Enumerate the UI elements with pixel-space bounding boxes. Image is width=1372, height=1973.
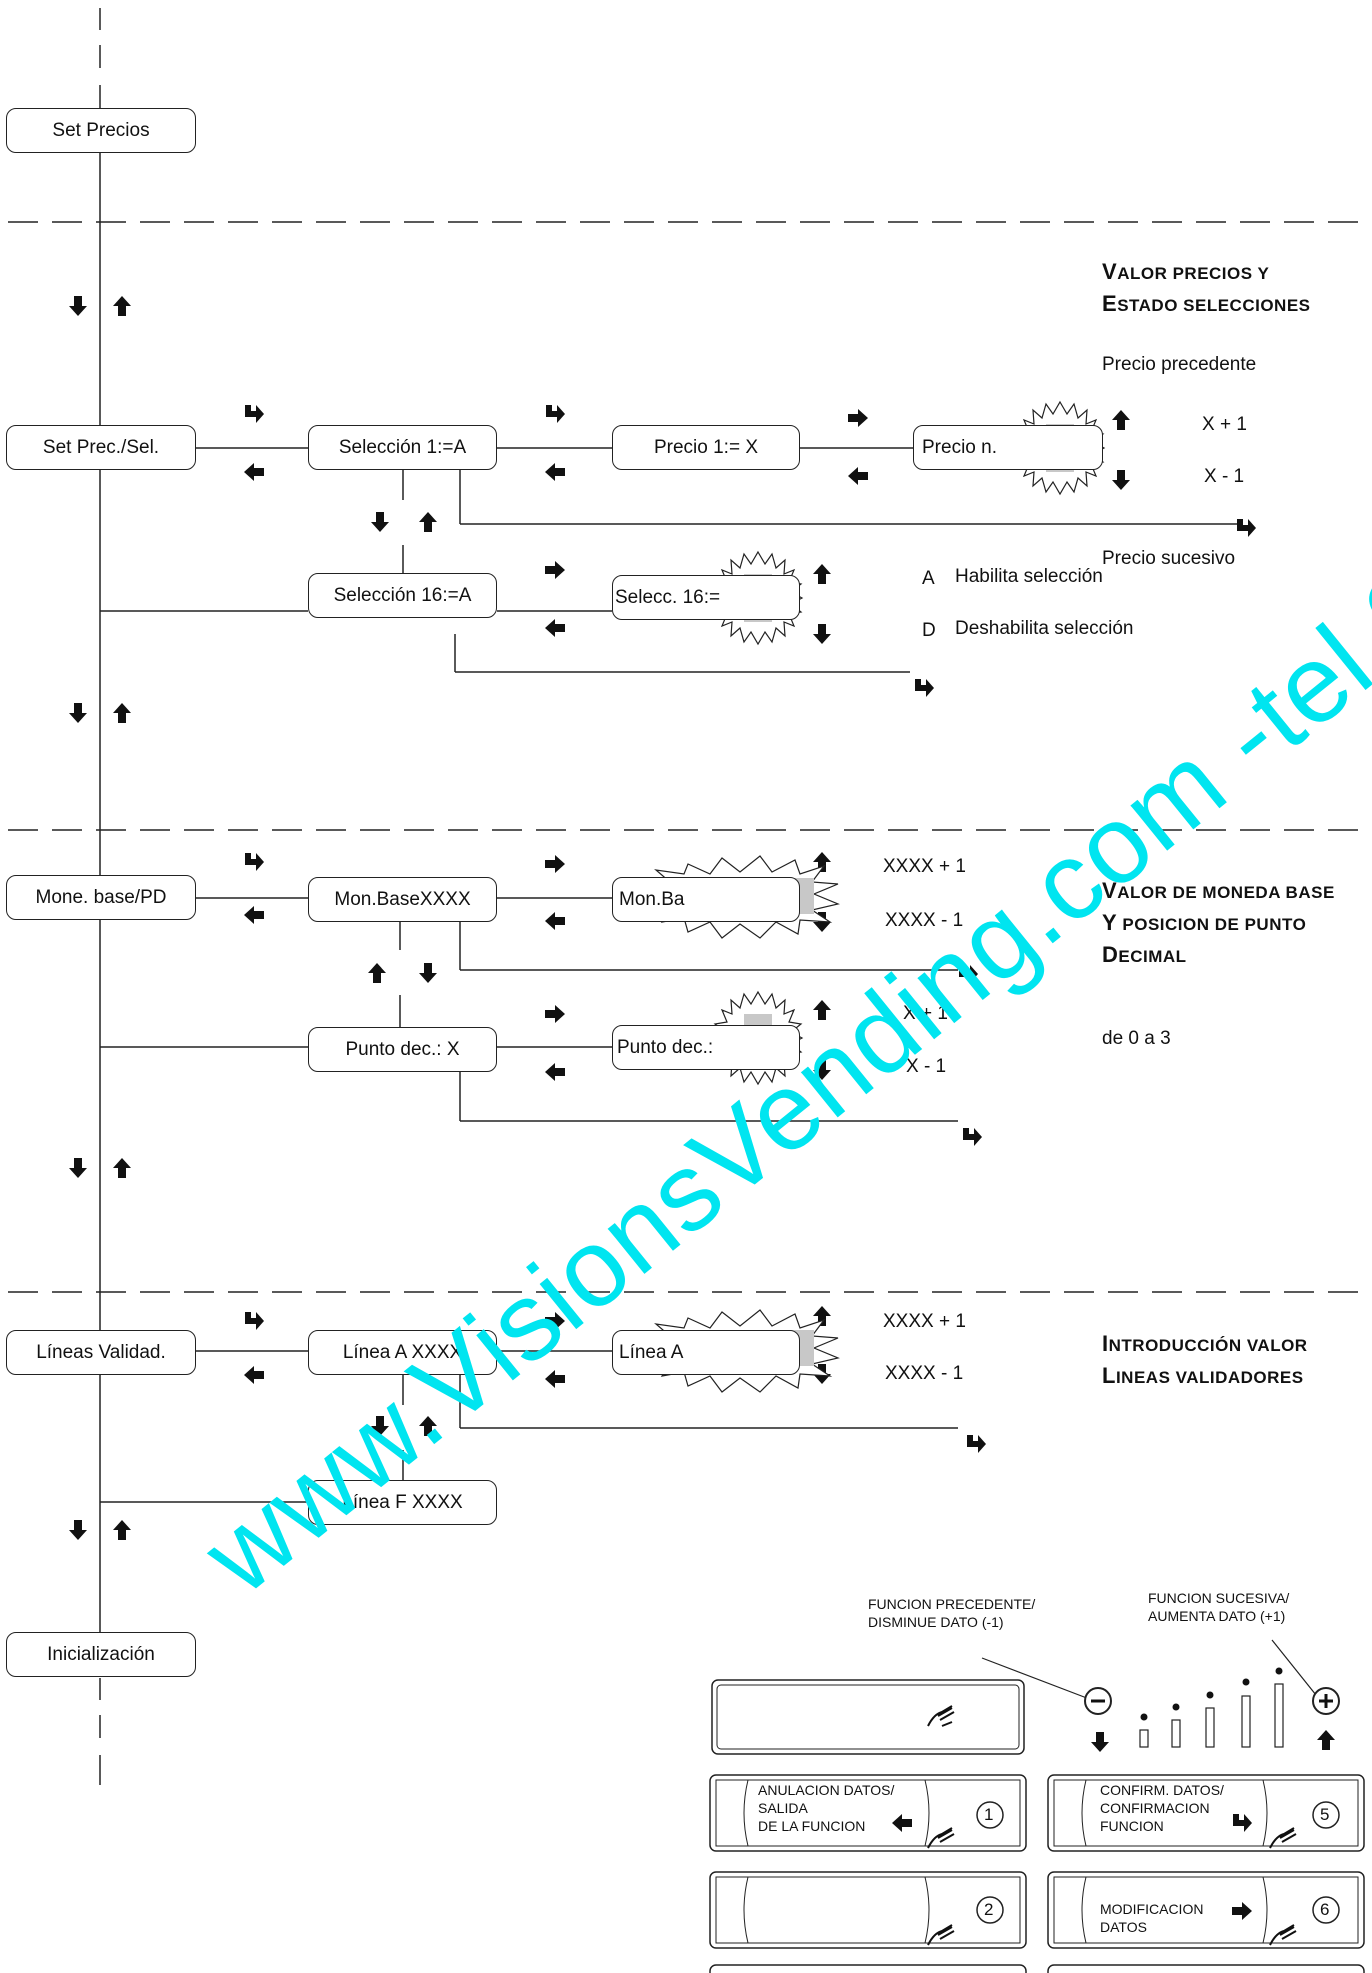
node-seleccion-16: Selección 16:=A (308, 573, 497, 618)
desc-deshabilita: Deshabilita selección (955, 618, 1134, 639)
node-mon-ba: Mon.Ba (612, 877, 800, 922)
node-mone-base: Mone. base/PD (6, 875, 196, 920)
node-selecc-16: Selecc. 16:= (612, 575, 800, 620)
btn2-number[interactable]: 2 (984, 1900, 994, 1919)
punto-dec-short-label: Punto dec.: (617, 1036, 714, 1058)
moneda-xxxx-minus: XXXX - 1 (885, 910, 964, 931)
btn1-line3: DE LA FUNCION (758, 1818, 866, 1834)
node-lineas-validad: Líneas Validad. (6, 1330, 196, 1375)
key-a: A (922, 568, 935, 589)
heading-lineas-1: INTRODUCCIÓN VALOR (1102, 1331, 1308, 1356)
btn6-line2: DATOS (1100, 1919, 1147, 1935)
burst-value-a: A (751, 589, 764, 610)
lineas-xxxx-plus: XXXX + 1 (883, 1311, 966, 1332)
heading-moneda-1: VALOR DE MONEDA BASE (1102, 878, 1335, 903)
node-punto-dec: Punto dec.: X (308, 1027, 497, 1072)
key-d: D (922, 620, 936, 641)
burst-value-xxxx-mon: XXXX (740, 885, 791, 906)
node-mon-basexxxx: Mon.BaseXXXX (308, 877, 497, 922)
node-set-precios: Set Precios (6, 108, 196, 153)
precio-n-label: Precio n. (922, 436, 997, 458)
moneda-xxxx-plus: XXXX + 1 (883, 856, 966, 877)
node-precio-n: Precio n. (913, 425, 1103, 470)
linea-a-short-label: Línea A (619, 1341, 684, 1363)
selecc-16-label: Selecc. 16:= (615, 586, 721, 608)
desc-habilita: Habilita selección (955, 566, 1103, 587)
node-punto-dec-short: Punto dec.: (612, 1025, 800, 1070)
moneda-x-plus: X + 1 (903, 1003, 948, 1024)
heading-lineas-2: LINEAS VALIDADORES (1102, 1363, 1304, 1388)
btn5-number[interactable]: 5 (1320, 1805, 1330, 1824)
heading-precios-2: ESTADO SELECCIONES (1102, 291, 1311, 316)
btn5-line3: FUNCION (1100, 1818, 1164, 1834)
btn5-line2: CONFIRMACION (1100, 1800, 1210, 1816)
heading-precios-1: VALOR PRECIOS Y (1102, 259, 1270, 284)
btn6-line1: MODIFICACION (1100, 1901, 1204, 1917)
plus-callout-1: FUNCION SUCESIVA/ (1148, 1590, 1290, 1606)
btn1-line1: ANULACION DATOS/ (758, 1782, 895, 1798)
burst-value-xxxx-linea: XXXX (740, 1337, 791, 1358)
node-set-prec-sel: Set Prec./Sel. (6, 425, 196, 470)
node-linea-a-short: Línea A (612, 1330, 800, 1375)
moneda-x-minus: X - 1 (906, 1056, 947, 1077)
lineas-xxxx-minus: XXXX - 1 (885, 1363, 964, 1384)
burst-value-x: X (1052, 439, 1065, 460)
node-precio-1: Precio 1:= X (612, 425, 800, 470)
precio-sucesivo: Precio sucesivo (1102, 548, 1236, 569)
heading-moneda-2: Y POSICION DE PUNTO (1102, 910, 1307, 935)
heading-moneda-3: DECIMAL (1102, 942, 1187, 967)
btn1-number[interactable]: 1 (984, 1805, 994, 1824)
plus-callout-2: AUMENTA DATO (+1) (1148, 1608, 1286, 1624)
precio-precedente: Precio precedente (1102, 354, 1257, 375)
btn6-number[interactable]: 6 (1320, 1900, 1330, 1919)
precios-x-plus: X + 1 (1202, 414, 1247, 435)
moneda-rango: de 0 a 3 (1102, 1028, 1171, 1049)
burst-value-x-punto: X (751, 1038, 764, 1059)
hand-icons (927, 1705, 1297, 1946)
minus-callout-2: DISMINUE DATO (-1) (868, 1614, 1004, 1630)
minus-callout-1: FUNCION PRECEDENTE/ (868, 1596, 1036, 1612)
node-linea-a: Línea A XXXX (308, 1330, 497, 1375)
precios-x-minus: X - 1 (1204, 466, 1245, 487)
node-linea-f: Línea F XXXX (308, 1480, 497, 1525)
btn5-line1: CONFIRM. DATOS/ (1100, 1782, 1224, 1798)
node-seleccion-1: Selección 1:=A (308, 425, 497, 470)
node-inicializacion: Inicialización (6, 1632, 196, 1677)
mon-ba-label: Mon.Ba (619, 888, 685, 910)
btn1-line2: SALIDA (758, 1800, 808, 1816)
